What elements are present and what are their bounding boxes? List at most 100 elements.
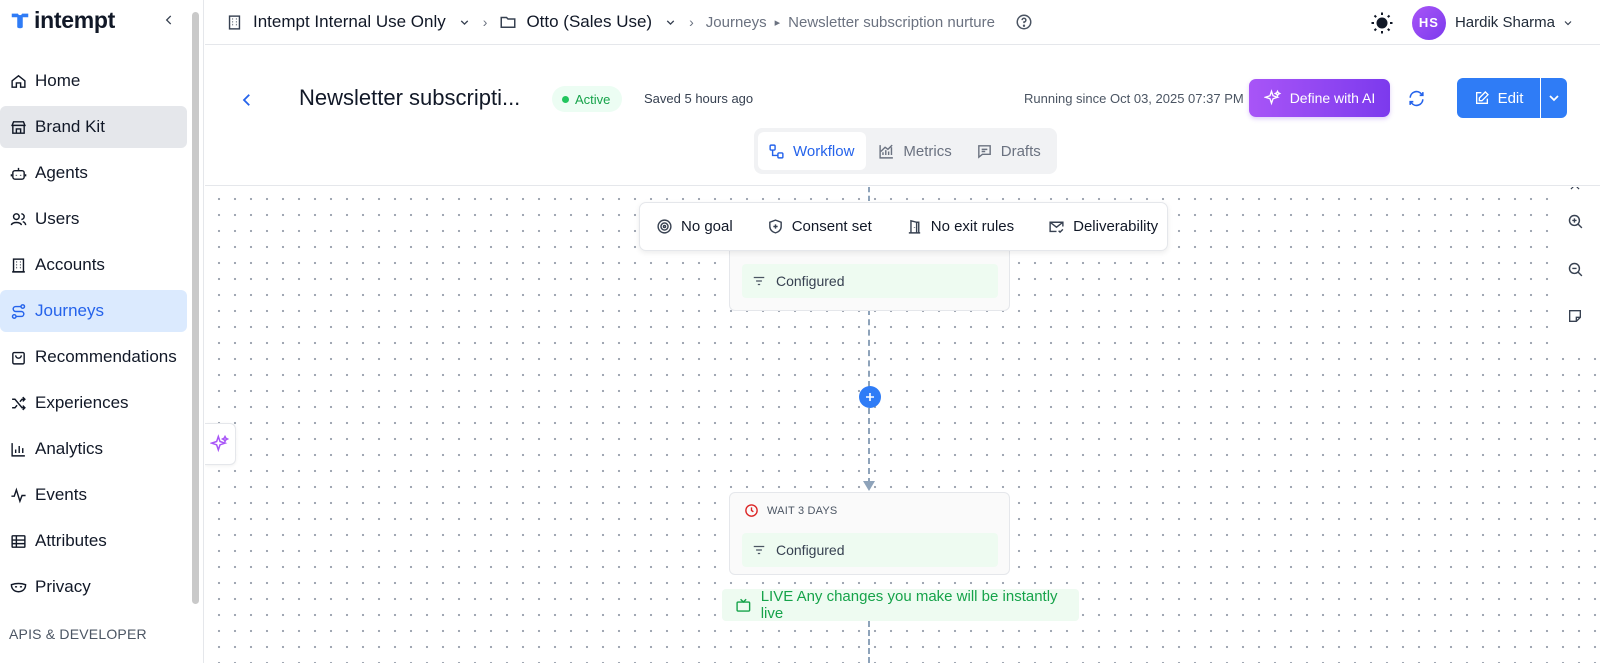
- shopping-bag-icon: [9, 348, 27, 366]
- sidebar-item-recommendations[interactable]: Recommendations: [0, 336, 187, 378]
- chevron-right-icon: ▸: [774, 16, 781, 29]
- sidebar-section-label: APIS & DEVELOPER: [9, 626, 147, 642]
- clock-icon: [745, 504, 758, 517]
- intempt-logo-icon: [11, 11, 29, 29]
- tab-label: Workflow: [793, 142, 855, 160]
- chevron-down-icon: [666, 19, 675, 25]
- wait-node[interactable]: WAIT 3 DAYS Configured: [729, 492, 1010, 575]
- home-icon: [9, 72, 27, 90]
- node-config-status[interactable]: Configured: [742, 533, 998, 567]
- logo[interactable]: intempt: [9, 6, 115, 34]
- users-icon: [9, 210, 27, 228]
- chevron-down-icon[interactable]: [1562, 17, 1574, 29]
- exit-rules-setting[interactable]: No exit rules: [906, 218, 1014, 235]
- deliverability-setting[interactable]: Deliverability: [1048, 218, 1158, 235]
- target-icon: [657, 219, 672, 234]
- tab-workflow[interactable]: Workflow: [758, 132, 867, 170]
- consent-setting[interactable]: Consent set: [767, 218, 872, 235]
- door-exit-icon: [908, 219, 920, 234]
- sidebar-scrollbar[interactable]: [192, 12, 199, 604]
- zoom-in-button[interactable]: [1563, 209, 1587, 233]
- node-config-label: Configured: [776, 542, 845, 558]
- tv-icon: [736, 598, 751, 612]
- bot-icon: [9, 164, 27, 182]
- page-title[interactable]: Newsletter subscripti...: [299, 85, 521, 110]
- define-with-ai-button[interactable]: Define with AI: [1249, 79, 1390, 117]
- filter-icon: [753, 276, 765, 286]
- edit-button-label: Edit: [1497, 89, 1524, 107]
- chevron-down-icon: [1549, 95, 1559, 102]
- back-button[interactable]: [235, 88, 259, 112]
- message-icon: [977, 144, 991, 159]
- zoom-out-button[interactable]: [1563, 257, 1587, 281]
- workflow-canvas[interactable]: Configured No goal Consent set No exit r…: [205, 187, 1600, 663]
- wait-duration: WAIT 3 DAYS: [767, 504, 838, 517]
- sidebar-item-events[interactable]: Events: [0, 474, 187, 516]
- chevron-down-icon: [460, 19, 468, 25]
- building-icon: [9, 256, 27, 274]
- sidebar-item-label: Recommendations: [35, 347, 177, 366]
- store-icon: [9, 118, 27, 136]
- sidebar-item-home[interactable]: Home: [0, 60, 187, 102]
- journey-header: Newsletter subscripti... Active Saved 5 …: [205, 46, 1600, 186]
- project-selector[interactable]: Otto (Sales Use): [499, 12, 677, 32]
- sidebar-item-label: Attributes: [35, 531, 107, 550]
- project-name: Otto (Sales Use): [526, 12, 653, 31]
- saved-status: Saved 5 hours ago: [644, 91, 754, 106]
- sidebar-item-label: Events: [35, 485, 87, 504]
- sidebar-item-experiences[interactable]: Experiences: [0, 382, 187, 424]
- sidebar-item-journeys[interactable]: Journeys: [0, 290, 187, 332]
- fullscreen-button[interactable]: [1563, 187, 1587, 197]
- sidebar-item-accounts[interactable]: Accounts: [0, 244, 187, 286]
- status-dot: [562, 95, 569, 103]
- node-config-status[interactable]: Configured: [742, 264, 998, 298]
- sidebar-item-label: Experiences: [35, 393, 129, 412]
- live-banner: LIVE Any changes you make will be instan…: [722, 588, 1079, 622]
- edit-button[interactable]: Edit: [1457, 78, 1540, 118]
- sidebar-item-label: Users: [35, 209, 80, 228]
- connector-line: [868, 309, 870, 387]
- sidebar-item-attributes[interactable]: Attributes: [0, 520, 187, 562]
- goal-setting[interactable]: No goal: [656, 218, 733, 235]
- note-button[interactable]: [1563, 304, 1587, 328]
- plus-icon: [866, 393, 874, 401]
- collapse-sidebar-button[interactable]: [159, 10, 179, 30]
- sidebar-item-users[interactable]: Users: [0, 198, 187, 240]
- connector-line: [868, 621, 870, 663]
- sidebar-item-privacy[interactable]: Privacy: [0, 566, 187, 608]
- sidebar-item-label: Agents: [35, 163, 88, 182]
- breadcrumb-current: Newsletter subscription nurture: [788, 13, 995, 31]
- activity-icon: [9, 486, 27, 504]
- building-icon: [228, 14, 241, 30]
- ai-assistant-button[interactable]: [205, 423, 236, 465]
- user-avatar[interactable]: HS: [1411, 5, 1446, 40]
- help-icon[interactable]: [1015, 13, 1033, 31]
- chevron-right-icon: ›: [689, 14, 694, 30]
- edit-options-dropdown[interactable]: [1541, 78, 1567, 118]
- org-selector[interactable]: Intempt Internal Use Only: [226, 12, 471, 32]
- topbar-right: HS Hardik Sharma: [1370, 0, 1600, 45]
- exit-rules-label: No exit rules: [930, 218, 1015, 235]
- refresh-button[interactable]: [1405, 87, 1427, 109]
- mask-icon: [9, 578, 27, 596]
- zoom-controls: [1551, 187, 1600, 347]
- sidebar-item-agents[interactable]: Agents: [0, 152, 187, 194]
- sidebar-item-label: Brand Kit: [35, 117, 105, 136]
- add-step-button[interactable]: [859, 386, 881, 408]
- sidebar-item-analytics[interactable]: Analytics: [0, 428, 187, 470]
- user-name[interactable]: Hardik Sharma: [1454, 14, 1555, 31]
- sidebar-item-label: Journeys: [35, 301, 104, 320]
- sidebar-item-brand-kit[interactable]: Brand Kit: [0, 106, 187, 148]
- journey-node[interactable]: Configured: [729, 242, 1010, 311]
- tab-metrics[interactable]: Metrics: [868, 132, 963, 170]
- breadcrumb-journeys[interactable]: Journeys: [705, 13, 767, 31]
- sun-icon[interactable]: [1370, 11, 1394, 35]
- sidebar-item-label: Accounts: [35, 255, 105, 274]
- filter-icon: [753, 545, 765, 555]
- tab-drafts[interactable]: Drafts: [966, 132, 1053, 170]
- sidebar-item-label: Analytics: [35, 439, 104, 458]
- tab-label: Metrics: [903, 142, 952, 160]
- chevron-left-icon: [242, 94, 250, 106]
- org-name: Intempt Internal Use Only: [253, 12, 446, 31]
- goal-label: No goal: [681, 218, 733, 235]
